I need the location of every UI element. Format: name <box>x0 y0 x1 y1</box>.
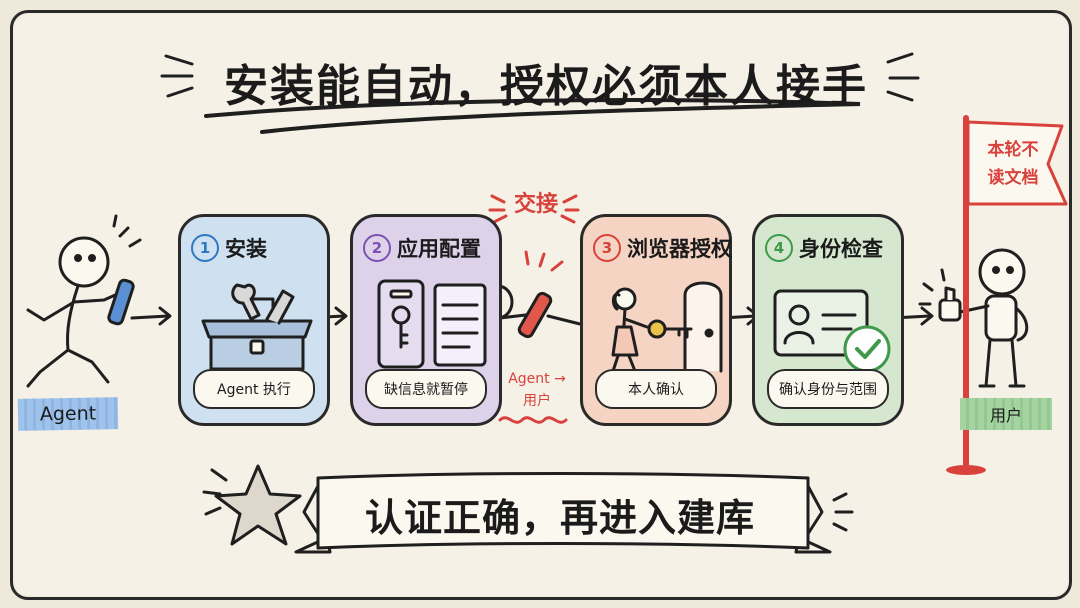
handoff-baton <box>498 250 582 339</box>
handoff-label: 交接 <box>514 192 559 217</box>
agent-label: Agent <box>17 397 119 431</box>
step-number-badge: 2 <box>363 234 391 262</box>
user-figure <box>918 248 1029 388</box>
user-label: 用户 <box>960 398 1052 430</box>
agent-figure <box>26 214 142 388</box>
handoff-note-to: 用户 <box>523 393 551 409</box>
star-icon <box>202 464 854 546</box>
step-caption: 确认身份与范围 <box>767 369 889 409</box>
config-documents-icon <box>377 279 487 369</box>
handoff-note-from: Agent → <box>508 371 566 387</box>
step-card-install: 1 安装 Agent 执行 <box>178 214 330 426</box>
key-door-icon <box>611 281 723 373</box>
step-title: 应用配置 <box>397 237 481 261</box>
step-number-badge: 1 <box>191 234 219 262</box>
step-caption: 本人确认 <box>595 369 717 409</box>
banner-text: 认证正确，再进入建库 <box>364 495 755 540</box>
toolbox-icon <box>201 283 313 371</box>
step-caption: 缺信息就暂停 <box>365 369 487 409</box>
flag-line-2: 读文档 <box>987 168 1039 188</box>
step-number-badge: 3 <box>593 234 621 262</box>
title-accent-left <box>164 54 194 66</box>
title-underline <box>204 98 861 134</box>
diagram-title: 安装能自动，授权必须本人接手 <box>224 61 868 112</box>
step-card-identity-check: 4 身份检查 确认身份与范围 <box>752 214 904 426</box>
bottom-banner <box>294 472 832 554</box>
step-number-badge: 4 <box>765 234 793 262</box>
step-caption: Agent 执行 <box>193 369 315 409</box>
step-title: 浏览器授权 <box>627 237 732 261</box>
step-title: 身份检查 <box>799 237 883 261</box>
step-card-browser-auth: 3 浏览器授权 本人确认 <box>580 214 732 426</box>
flag-note: 本轮不 读文档 <box>968 126 1058 202</box>
id-card-check-icon <box>773 289 891 373</box>
handoff-accents <box>488 194 580 424</box>
step-card-app-config: 2 应用配置 缺信息就暂停 <box>350 214 502 426</box>
step-title: 安装 <box>225 237 267 261</box>
flag-line-1: 本轮不 <box>987 140 1039 160</box>
handoff-note: Agent → 用户 <box>498 368 576 412</box>
